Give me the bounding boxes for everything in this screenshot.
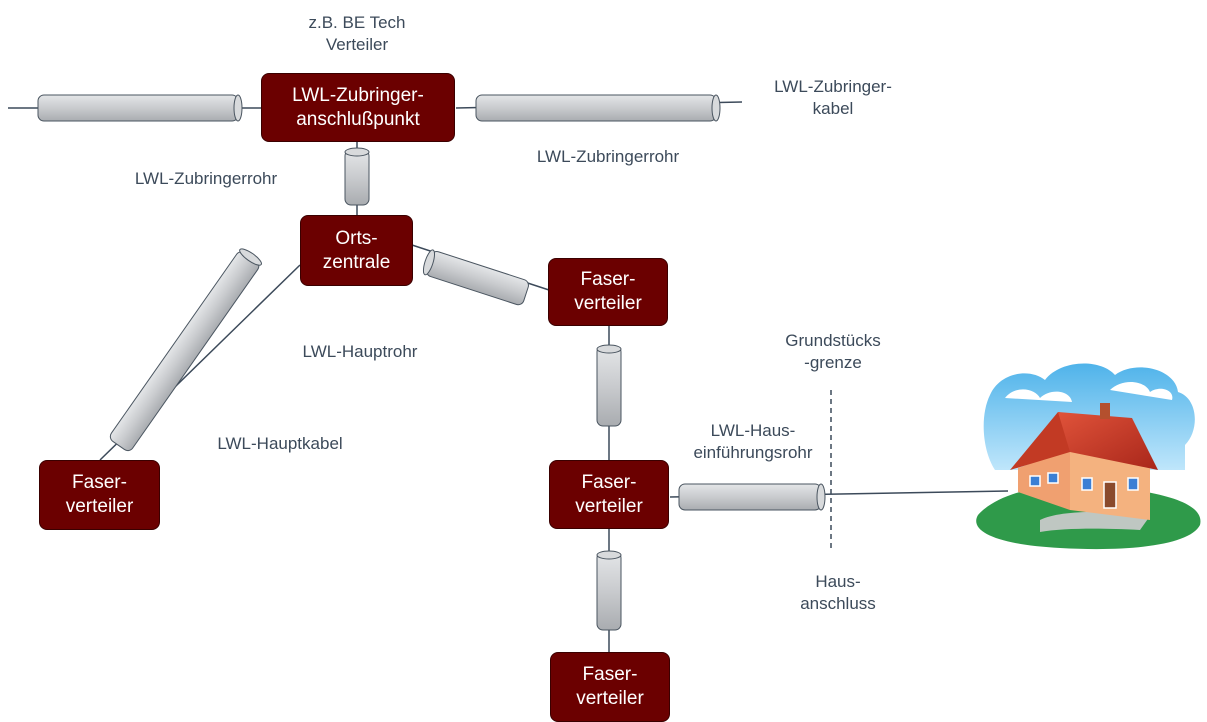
pipe-vertical-mid: [596, 344, 622, 427]
label-line-2: kabel: [812, 99, 854, 118]
node-faserverteiler-center: Faser- verteiler: [549, 460, 669, 529]
node-faserverteiler-left: Faser- verteiler: [39, 460, 160, 530]
label-zubringerkabel: LWL-Zubringer- kabel: [748, 76, 918, 120]
pipe-vertical-upper: [344, 147, 370, 206]
pipe-vertical-lower: [596, 550, 622, 631]
label-hausanschluss: Haus- anschluss: [778, 571, 898, 615]
node-line-2: verteiler: [65, 496, 134, 517]
label-be-tech: z.B. BE Tech Verteiler: [272, 12, 442, 56]
label-hauptkabel: LWL-Hauptkabel: [217, 434, 343, 453]
label-line-1: z.B. BE Tech: [308, 13, 406, 32]
node-line-1: Faser-: [580, 269, 636, 290]
label-hauseinfuehrungsrohr: LWL-Haus- einführungsrohr: [668, 420, 838, 464]
house-illustration: [976, 363, 1201, 550]
node-line-1: Faser-: [581, 471, 637, 493]
label-line-2: einführungsrohr: [693, 443, 813, 462]
node-line-2: verteiler: [574, 293, 642, 314]
node-line-2: verteiler: [575, 495, 643, 517]
label-line-1: Haus-: [815, 572, 861, 591]
label-grundstuecksgrenze: Grundstücks -grenze: [758, 330, 908, 374]
label-zubringerrohr-right: LWL-Zubringerrohr: [536, 147, 680, 166]
node-line-1: Faser-: [72, 472, 127, 493]
node-line-1: Orts-: [335, 227, 378, 249]
label-line-2: -grenze: [804, 353, 862, 372]
pipe-hauseinfuehrung: [678, 483, 826, 511]
node-faserverteiler-mid: Faser- verteiler: [548, 258, 668, 326]
node-zubringer-anschlusspunkt: LWL-Zubringer- anschlußpunkt: [261, 73, 455, 142]
node-faserverteiler-bottom: Faser- verteiler: [550, 652, 670, 722]
pipe-left: [37, 94, 243, 122]
label-line-1: LWL-Zubringer-: [774, 77, 892, 96]
label-zubringerrohr-left: LWL-Zubringerrohr: [134, 169, 278, 188]
node-line-2: verteiler: [576, 688, 644, 709]
label-hauptrohr: LWL-Hauptrohr: [302, 342, 418, 361]
pipe-diagonal-hauptkabel: [109, 248, 262, 452]
label-line-1: LWL-Haus-: [710, 421, 796, 440]
node-line-1: LWL-Zubringer-: [292, 84, 424, 106]
label-line-2: anschluss: [800, 594, 876, 613]
node-line-2: zentrale: [322, 251, 391, 273]
pipe-ortszentrale-faserverteiler: [422, 249, 529, 306]
pipe-right: [475, 94, 721, 122]
node-line-2: anschlußpunkt: [296, 108, 420, 130]
node-line-1: Faser-: [582, 664, 638, 685]
label-line-2: Verteiler: [325, 35, 389, 54]
label-line-1: Grundstücks: [785, 331, 881, 350]
node-ortszentrale: Orts- zentrale: [300, 215, 413, 286]
